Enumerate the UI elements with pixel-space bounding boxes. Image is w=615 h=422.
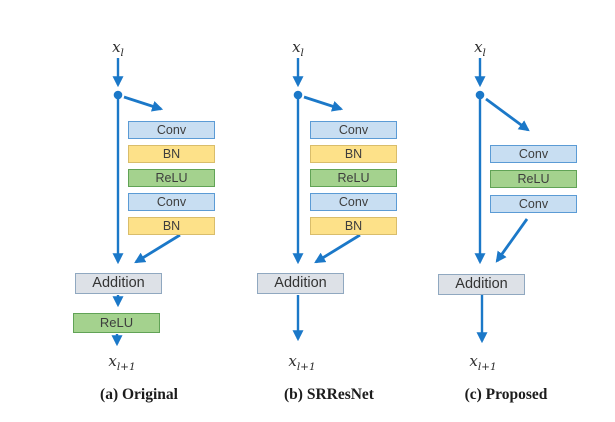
conv-block-b1: Conv: [310, 121, 397, 139]
caption-b: (b) SRResNet: [284, 386, 374, 403]
output-sub-c: l+1: [477, 361, 497, 373]
output-var-c: x: [469, 352, 478, 370]
output-label-a: xl+1: [94, 352, 150, 373]
output-sub-b: l+1: [296, 361, 316, 373]
conv-block-a2: Conv: [128, 193, 215, 211]
addition-block-b: Addition: [257, 273, 344, 294]
input-label-c: xl: [452, 38, 508, 59]
junction-dot-b: [293, 90, 303, 100]
junction-dot-a: [113, 90, 123, 100]
input-var-b: x: [292, 38, 301, 56]
branch-arrow-b: [303, 95, 344, 112]
bn-block-a2: BN: [128, 217, 215, 235]
input-sub-a: l: [120, 47, 124, 59]
bn-block-b2: BN: [310, 217, 397, 235]
bn-block-b1: BN: [310, 145, 397, 163]
caption-c: (c) Proposed: [464, 386, 548, 403]
junction-dot-c: [475, 90, 485, 100]
relu-block-c: ReLU: [490, 170, 577, 188]
input-sub-c: l: [482, 47, 486, 59]
addition-block-c: Addition: [438, 274, 525, 295]
input-var-a: x: [112, 38, 121, 56]
input-var-c: x: [474, 38, 483, 56]
output-label-c: xl+1: [455, 352, 511, 373]
post-relu-block-a: ReLU: [73, 313, 160, 333]
skip-to-addition-arrow-c: [495, 218, 529, 263]
conv-block-b2: Conv: [310, 193, 397, 211]
relu-block-a: ReLU: [128, 169, 215, 187]
addition-block-a: Addition: [75, 273, 162, 294]
input-sub-b: l: [300, 47, 304, 59]
output-label-b: xl+1: [274, 352, 330, 373]
input-label-a: xl: [90, 38, 146, 59]
conv-block-c1: Conv: [490, 145, 577, 163]
conv-block-c2: Conv: [490, 195, 577, 213]
skip-to-addition-arrow-a: [134, 233, 181, 264]
caption-a: (a) Original: [100, 386, 178, 403]
output-var-b: x: [288, 352, 297, 370]
skip-to-addition-arrow-b: [314, 233, 361, 264]
bn-block-a1: BN: [128, 145, 215, 163]
input-label-b: xl: [270, 38, 326, 59]
branch-arrow-a: [123, 95, 164, 112]
output-sub-a: l+1: [116, 361, 136, 373]
conv-block-a1: Conv: [128, 121, 215, 139]
relu-block-b: ReLU: [310, 169, 397, 187]
output-var-a: x: [108, 352, 117, 370]
branch-arrow-c: [485, 97, 530, 132]
